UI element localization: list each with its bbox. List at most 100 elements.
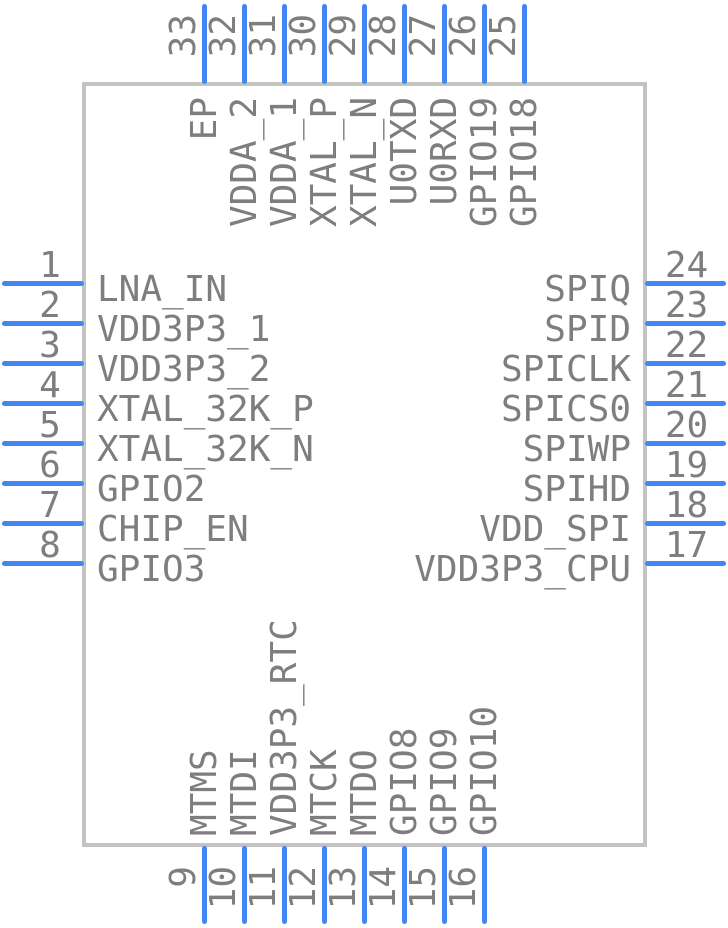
pin-number: 23 [664,285,709,326]
pin-line [242,4,247,84]
pin-label: U0TXD [384,97,425,206]
pin-number: 20 [664,405,709,446]
pin-line [645,361,726,366]
pin-label: VDD3P3_CPU [414,549,631,590]
pin-label: SPIQ [544,269,631,310]
pin-line [2,481,84,486]
pin-number: 13 [323,866,364,910]
pin-number: 2 [39,285,61,326]
pin-number: 26 [443,14,484,58]
pin-line [362,846,367,924]
pin-line [645,321,726,326]
pin-number: 7 [39,485,61,526]
pin-label: XTAL_32K_P [97,389,314,430]
pin-line [645,561,726,566]
pin-line [202,4,207,84]
pin-label: SPICLK [500,349,631,390]
pin-line [242,846,247,924]
pin-label: EP [184,97,225,141]
pin-label: SPICS0 [500,389,631,430]
pin-label: XTAL_N [344,97,385,228]
pin-line [2,441,84,446]
pin-line [2,561,84,566]
pin-number: 19 [664,445,709,486]
pin-label: SPIHD [522,469,631,510]
pin-number: 21 [664,365,709,406]
pin-line [645,441,726,446]
pin-number: 15 [403,866,444,910]
pin-number: 6 [39,445,61,486]
pin-line [2,281,84,286]
pin-label: SPIWP [522,429,631,470]
pin-label: GPIO18 [504,97,545,228]
pin-label: CHIP_EN [97,509,249,550]
pin-line [402,846,407,924]
pin-number: 5 [39,405,61,446]
pin-label: GPIO10 [464,705,505,836]
pin-number: 33 [163,14,204,58]
pin-number: 8 [39,525,61,566]
pin-line [645,281,726,286]
pin-number: 12 [283,866,324,910]
pin-label: MTCK [304,749,345,836]
pin-number: 4 [39,365,61,406]
pin-line [2,361,84,366]
pin-label: GPIO8 [384,727,425,836]
pin-number: 3 [39,325,61,366]
pin-label: XTAL_32K_N [97,429,314,470]
pin-label: VDD3P3_1 [97,309,271,350]
pin-number: 24 [664,245,709,286]
pin-line [442,4,447,84]
pin-label: VDDA_2 [224,97,265,228]
pin-line [645,401,726,406]
pin-label: VDD_SPI [479,509,631,550]
pin-line [522,4,527,84]
pin-label: MTDO [344,749,385,836]
pin-number: 17 [664,525,709,566]
pin-line [322,846,327,924]
pin-line [402,4,407,84]
pin-number: 25 [483,14,524,58]
pin-line [442,846,447,924]
pin-number: 22 [664,325,709,366]
pin-line [282,846,287,924]
pin-label: SPID [544,309,631,350]
pin-label: VDD3P3_2 [97,349,271,390]
pin-label: VDDA_1 [264,97,305,228]
pin-line [322,4,327,84]
pin-label: LNA_IN [97,269,228,310]
pin-label: MTDI [224,749,265,836]
pin-number: 31 [243,14,284,58]
pin-number: 11 [243,866,284,910]
pin-label: GPIO9 [424,727,465,836]
pin-number: 29 [323,14,364,58]
pin-number: 27 [403,14,444,58]
pin-label: VDD3P3_RTC [264,619,305,836]
pin-line [645,521,726,526]
pin-line [482,4,487,84]
pin-label: GPIO2 [97,469,206,510]
pin-line [2,401,84,406]
pin-number: 32 [203,14,244,58]
pin-label: XTAL_P [304,97,345,228]
pin-line [282,4,287,84]
pin-label: MTMS [184,749,225,836]
pin-line [2,321,84,326]
pin-line [2,521,84,526]
pin-line [202,846,207,924]
pin-number: 28 [363,14,404,58]
pin-number: 30 [283,14,324,58]
pin-number: 1 [39,245,61,286]
pin-number: 9 [163,866,204,888]
pin-line [482,846,487,924]
pin-line [362,4,367,84]
pin-label: GPIO19 [464,97,505,228]
pin-number: 16 [443,866,484,910]
pin-line [645,481,726,486]
pin-number: 10 [203,866,244,910]
pin-number: 18 [664,485,709,526]
pin-label: GPIO3 [97,549,206,590]
pin-number: 14 [363,866,404,910]
chip-body [82,82,647,847]
